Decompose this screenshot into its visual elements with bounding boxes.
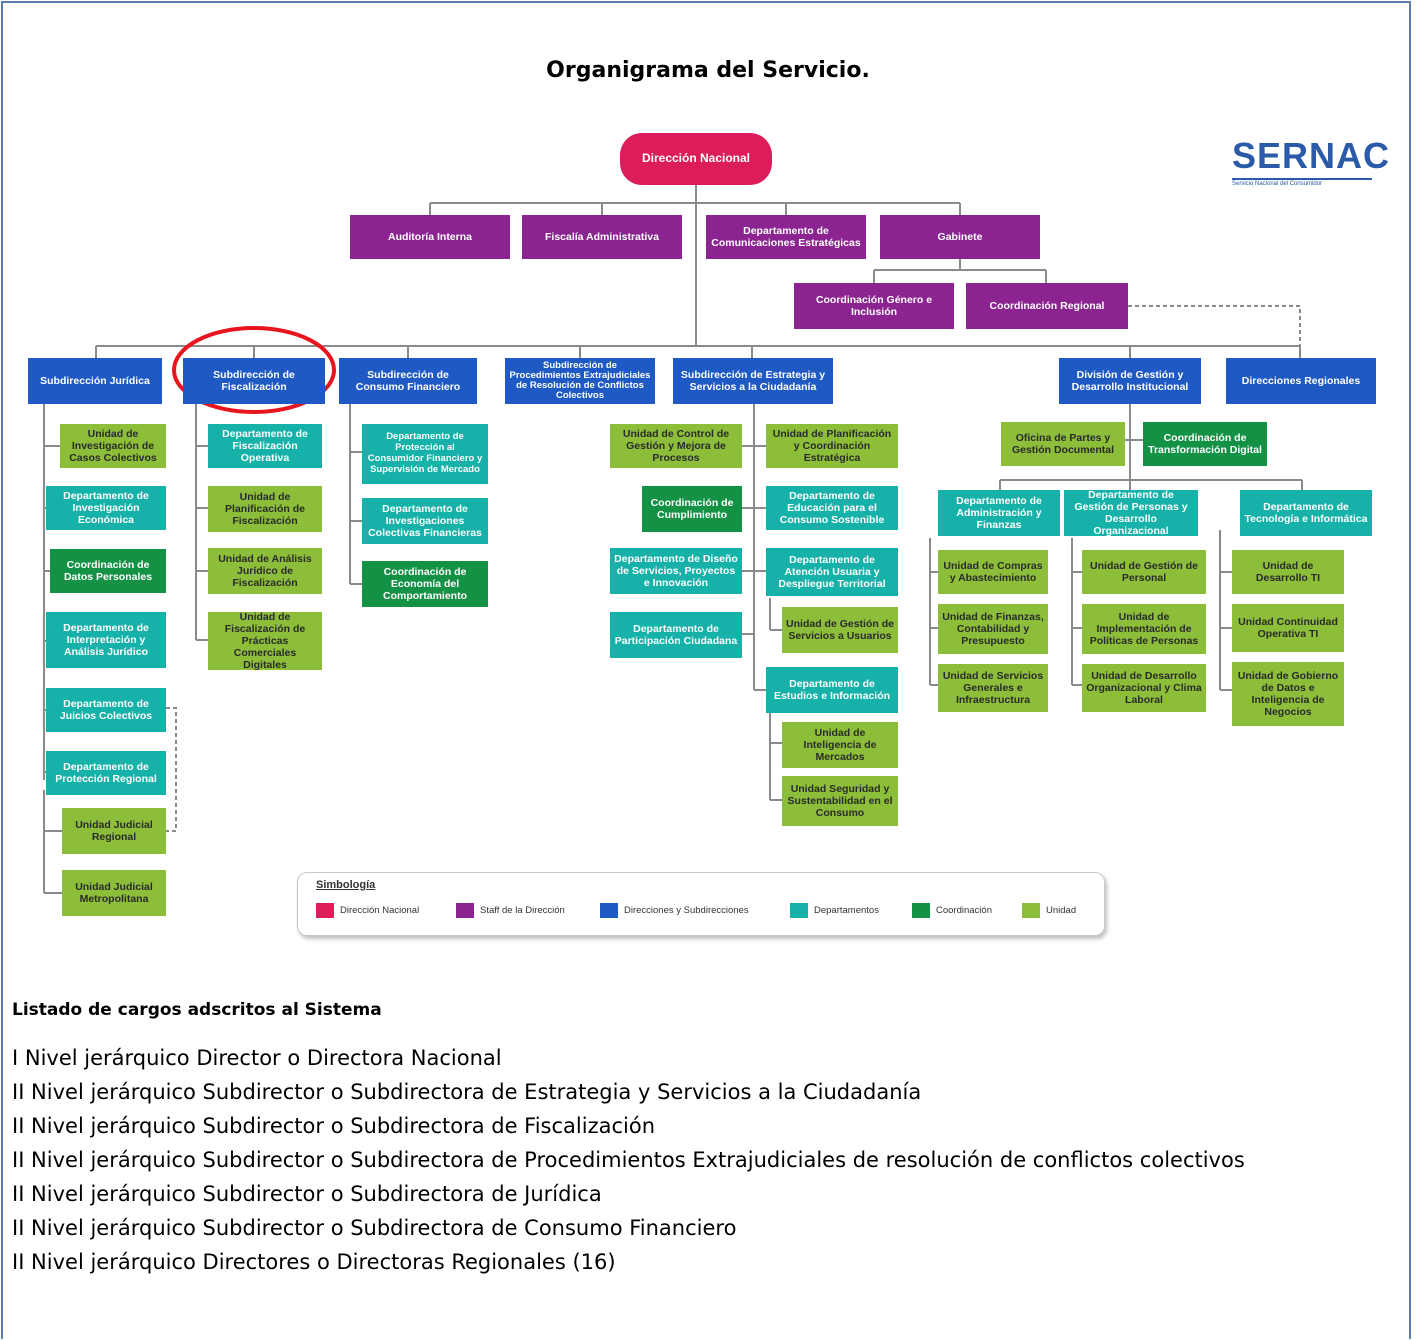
box-subdireccion-estrategia: Subdirección de Estrategia y Servicios a… xyxy=(673,358,833,404)
box-depto-investigaciones-financieras: Departamento de Investigaciones Colectiv… xyxy=(362,498,488,544)
box-unidad-desarrollo-ti: Unidad de Desarrollo TI xyxy=(1232,550,1344,594)
positions-list: I Nivel jerárquico Director o Directora … xyxy=(12,1041,1407,1279)
logo-subtitle: Servicio Nacional del Consumidor xyxy=(1232,181,1323,187)
box-depto-proteccion-regional: Departamento de Protección Regional xyxy=(46,751,166,795)
box-direccion-nacional: Dirección Nacional xyxy=(620,133,772,185)
legend-item-staff: Staff de la Dirección xyxy=(456,903,565,918)
box-depto-educacion-consumo: Departamento de Educación para el Consum… xyxy=(766,486,898,530)
box-subdireccion-juridica: Subdirección Jurídica xyxy=(28,358,162,404)
box-coordinacion-regional: Coordinación Regional xyxy=(966,283,1128,329)
legend-label: Staff de la Dirección xyxy=(480,905,565,916)
box-subdireccion-fiscalizacion: Subdirección de Fiscalización xyxy=(183,358,325,404)
box-depto-juicios-colectivos: Departamento de Juicios Colectivos xyxy=(46,688,166,732)
box-unidad-desarrollo-organizacional: Unidad de Desarrollo Organizacional y Cl… xyxy=(1082,664,1206,712)
box-subdireccion-consumo-financiero: Subdirección de Consumo Financiero xyxy=(339,358,477,404)
box-unidad-gobierno-datos: Unidad de Gobierno de Datos e Inteligenc… xyxy=(1232,662,1344,726)
box-depto-atencion-usuaria: Departamento de Atención Usuaria y Despl… xyxy=(766,548,898,596)
box-unidad-compras: Unidad de Compras y Abastecimiento xyxy=(938,550,1048,594)
box-unidad-finanzas: Unidad de Finanzas, Contabilidad y Presu… xyxy=(938,604,1048,654)
box-unidad-continuidad-ti: Unidad Continuidad Operativa TI xyxy=(1232,604,1344,652)
box-unidad-servicios-generales: Unidad de Servicios Generales e Infraest… xyxy=(938,664,1048,712)
legend-item-departamentos: Departamentos xyxy=(790,903,879,918)
legend-item-unidad: Unidad xyxy=(1022,903,1076,918)
connector-lines xyxy=(43,184,1303,894)
legend: Simbología Dirección Nacional Staff de l… xyxy=(297,872,1105,936)
box-depto-investigacion-economica: Departamento de Investigación Económica xyxy=(46,486,166,530)
box-comunicaciones: Departamento de Comunicaciones Estratégi… xyxy=(706,215,866,259)
box-unidad-analisis-juridico: Unidad de Análisis Jurídico de Fiscaliza… xyxy=(208,548,322,594)
box-depto-tecnologia: Departamento de Tecnología e Informática xyxy=(1240,490,1372,536)
box-depto-administracion-finanzas: Departamento de Administración y Finanza… xyxy=(938,490,1060,536)
box-unidad-politicas-personas: Unidad de Implementación de Políticas de… xyxy=(1082,604,1206,654)
legend-swatch xyxy=(1022,903,1040,918)
box-depto-interpretacion: Departamento de Interpretación y Análisi… xyxy=(46,612,166,668)
page-title: Organigrama del Servicio. xyxy=(546,58,870,83)
box-unidad-inteligencia-mercados: Unidad de Inteligencia de Mercados xyxy=(782,722,898,768)
positions-heading: Listado de cargos adscritos al Sistema xyxy=(12,1000,382,1020)
position-item: II Nivel jerárquico Subdirector o Subdir… xyxy=(12,1182,602,1206)
position-item: II Nivel jerárquico Subdirector o Subdir… xyxy=(12,1216,737,1240)
box-coord-economia-comportamiento: Coordinación de Economía del Comportamie… xyxy=(362,561,488,607)
legend-item-subdirecciones: Direcciones y Subdirecciones xyxy=(600,903,749,918)
org-chart-connectors xyxy=(43,184,1303,894)
box-depto-fiscalizacion-operativa: Departamento de Fiscalización Operativa xyxy=(208,424,322,468)
box-unidad-gestion-personal: Unidad de Gestión de Personal xyxy=(1082,550,1206,594)
legend-label: Unidad xyxy=(1046,905,1077,916)
box-unidad-judicial-metropolitana: Unidad Judicial Metropolitana xyxy=(62,870,166,916)
position-item: II Nivel jerárquico Subdirector o Subdir… xyxy=(12,1114,656,1138)
legend-swatch xyxy=(912,903,930,918)
box-depto-diseno-servicios: Departamento de Diseño de Servicios, Pro… xyxy=(610,548,742,594)
box-unidad-practicas-digitales: Unidad de Fiscalización de Prácticas Com… xyxy=(208,611,322,671)
box-direcciones-regionales: Direcciones Regionales xyxy=(1226,358,1376,404)
box-unidad-casos-colectivos: Unidad de Investigación de Casos Colecti… xyxy=(60,424,166,468)
box-unidad-control-gestion: Unidad de Control de Gestión y Mejora de… xyxy=(610,424,742,468)
box-depto-gestion-personas: Departamento de Gestión de Personas y De… xyxy=(1064,489,1198,537)
legend-title: Simbología xyxy=(316,879,376,891)
legend-label: Departamentos xyxy=(814,905,879,916)
box-coord-cumplimiento: Coordinación de Cumplimiento xyxy=(642,486,742,532)
position-item: II Nivel jerárquico Directores o Directo… xyxy=(12,1250,616,1274)
box-oficina-partes: Oficina de Partes y Gestión Documental xyxy=(1001,422,1125,466)
box-gabinete: Gabinete xyxy=(880,215,1040,259)
box-unidad-judicial-regional: Unidad Judicial Regional xyxy=(62,808,166,854)
legend-label: Direcciones y Subdirecciones xyxy=(624,905,749,916)
legend-label: Coordinación xyxy=(936,905,992,916)
position-item: II Nivel jerárquico Subdirector o Subdir… xyxy=(12,1080,922,1104)
box-fiscalia-administrativa: Fiscalía Administrativa xyxy=(522,215,682,259)
position-item: II Nivel jerárquico Subdirector o Subdir… xyxy=(12,1148,1245,1172)
box-depto-participacion-ciudadana: Departamento de Participación Ciudadana xyxy=(610,612,742,658)
sernac-logo: SERNAC Servicio Nacional del Consumidor xyxy=(1232,135,1391,187)
box-coord-transformacion-digital: Coordinación de Transformación Digital xyxy=(1143,422,1267,466)
box-unidad-seguridad-sustentabilidad: Unidad Seguridad y Sustentabilidad en el… xyxy=(782,776,898,826)
box-auditoria-interna: Auditoría Interna xyxy=(350,215,510,259)
legend-swatch xyxy=(316,903,334,918)
box-coord-datos-personales: Coordinación de Datos Personales xyxy=(50,549,166,593)
box-division-gestion: División de Gestión y Desarrollo Institu… xyxy=(1059,358,1201,404)
legend-item-coordinacion: Coordinación xyxy=(912,903,992,918)
position-item: I Nivel jerárquico Director o Directora … xyxy=(12,1046,502,1070)
box-coordinacion-genero: Coordinación Género e Inclusión xyxy=(794,283,954,329)
logo-underline xyxy=(1232,178,1372,180)
dashed-connectors xyxy=(166,305,1301,832)
legend-label: Dirección Nacional xyxy=(340,905,420,916)
legend-item-direccion: Dirección Nacional xyxy=(316,903,419,918)
legend-swatch xyxy=(456,903,474,918)
box-unidad-servicios-usuarios: Unidad de Gestión de Servicios a Usuario… xyxy=(782,607,898,653)
box-unidad-planificacion-fiscalizacion: Unidad de Planificación de Fiscalización xyxy=(208,486,322,532)
logo-text: SERNAC xyxy=(1232,135,1391,176)
highlight-ellipse xyxy=(172,326,336,414)
legend-swatch xyxy=(790,903,808,918)
legend-swatch xyxy=(600,903,618,918)
box-depto-proteccion-financiero: Departamento de Protección al Consumidor… xyxy=(362,424,488,484)
box-depto-estudios-informacion: Departamento de Estudios e Información xyxy=(766,667,898,713)
box-unidad-planificacion-estrategica: Unidad de Planificación y Coordinación E… xyxy=(766,424,898,468)
box-subdireccion-procedimientos: Subdirección de Procedimientos Extrajudi… xyxy=(505,358,655,404)
